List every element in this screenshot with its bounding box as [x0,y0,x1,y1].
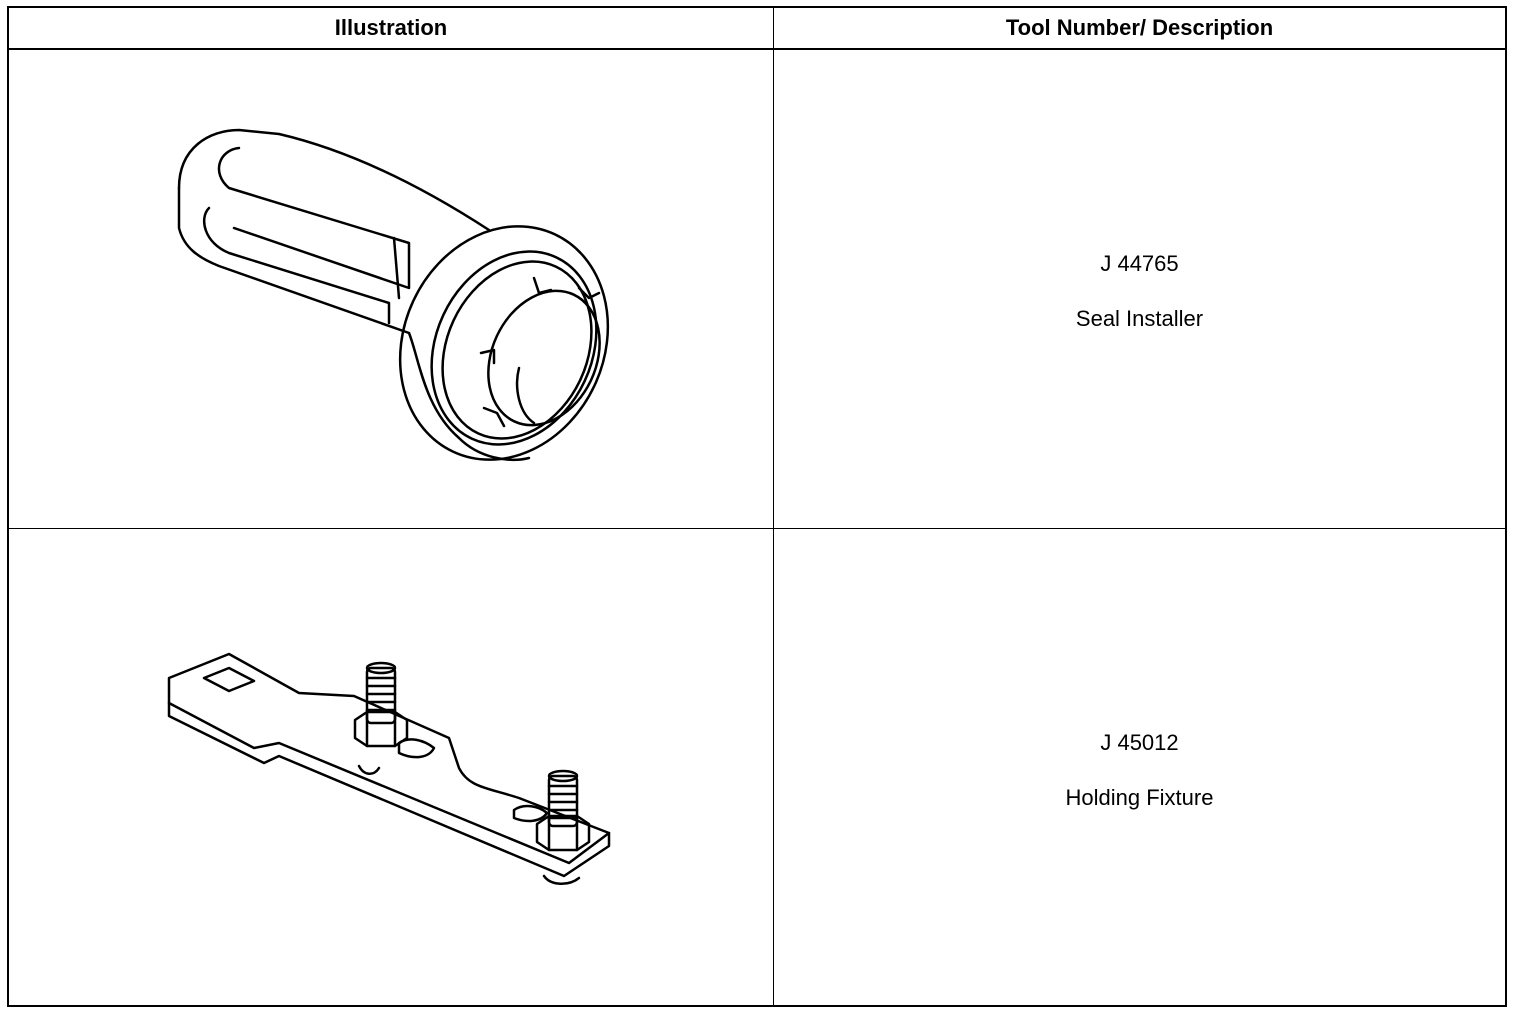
tool-number: J 45012 [1100,730,1179,755]
seal-installer-drawing-icon [177,128,610,462]
tool-number: J 44765 [1100,251,1179,276]
row-divider [9,528,1505,529]
header-tool-description: Tool Number/ Description [1005,15,1274,40]
row-2-description-cell: J 45012 Holding Fixture [774,529,1505,1005]
column-divider [773,8,774,1005]
header-illustration: Illustration [334,15,448,40]
tool-description: Seal Installer [1075,306,1204,331]
holding-fixture-drawing-icon [167,652,611,885]
tool-table: Illustration Tool Number/ Description [7,6,1507,1007]
row-1-description-cell: J 44765 Seal Installer [774,50,1505,528]
table-header-row: Illustration Tool Number/ Description [9,8,1505,50]
tool-description: Holding Fixture [1065,785,1214,810]
